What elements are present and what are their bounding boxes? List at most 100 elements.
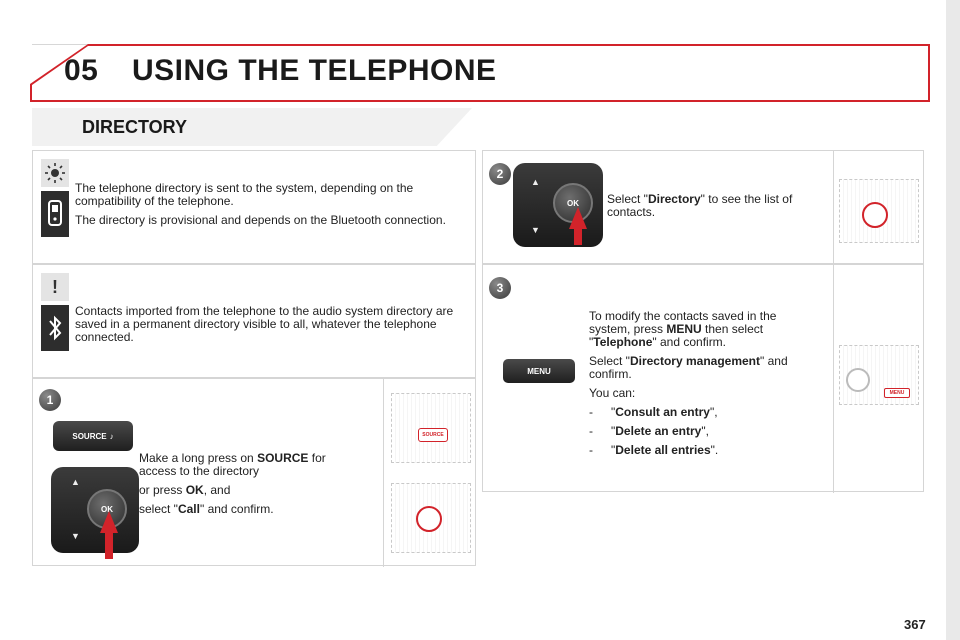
header-red-line-right — [928, 44, 930, 102]
step3-text-directory-management: Directory management — [629, 354, 760, 368]
step2-panel: 2 ▲ ▼ OK Select "Directory" to see the l… — [482, 150, 924, 265]
step1-text-call: Call — [177, 502, 200, 516]
press-arrow-icon-2 — [569, 207, 587, 229]
step1-panel: 1 SOURCE ♪ ▲ ▼ OK Make a long press on S… — [32, 378, 476, 567]
mini-ok-knob-2 — [862, 202, 888, 228]
list-quote: ", — [701, 424, 709, 438]
info-text-compatibility: The telephone directory is sent to the s… — [75, 181, 414, 208]
mini-menu-label: MENU — [889, 390, 905, 396]
radio-panel-illustration-3: MENU — [839, 345, 919, 405]
bluetooth-icon-box — [41, 305, 69, 351]
step3-text-part: then select " — [589, 322, 764, 349]
radio-panel-illustration-ok — [391, 483, 471, 553]
step3-text: To modify the contacts saved in the syst… — [589, 310, 819, 463]
step1-text: Make a long press on SOURCE for access t… — [139, 452, 349, 522]
step3-option-list: -"Consult an entry", -"Delete an entry",… — [589, 406, 819, 457]
list-quote: ", — [709, 405, 718, 419]
step2-text-part: Select " — [607, 192, 648, 206]
section-header-band — [32, 108, 472, 146]
up-arrow-icon: ▲ — [531, 177, 540, 187]
list-quote: " — [611, 405, 616, 419]
radio-panel-illustration-source: SOURCE — [391, 393, 471, 463]
menu-button-label: MENU — [527, 366, 551, 376]
list-quote: ". — [710, 443, 719, 457]
menu-button-illustration: MENU — [503, 359, 575, 383]
step2-badge: 2 — [489, 163, 511, 185]
chapter-title: USING THE TELEPHONE — [132, 54, 497, 87]
step1-text-ok: OK — [185, 483, 204, 497]
step3-text-menu: MENU — [666, 322, 702, 336]
mobile-phone-icon — [48, 200, 62, 226]
radio-panel-illustration-2 — [839, 179, 919, 243]
list-quote: " — [611, 424, 616, 438]
step1-text-part: for access to the directory — [139, 451, 326, 478]
chapter-number: 05 — [64, 54, 99, 87]
page-edge-tab — [946, 0, 960, 640]
mini-source-button: SOURCE — [418, 428, 448, 442]
bluetooth-icon — [49, 315, 62, 341]
step1-text-part: Make a long press on — [139, 451, 258, 465]
info-text: The telephone directory is sent to the s… — [75, 182, 465, 233]
ok-control-illustration: ▲ ▼ OK — [51, 467, 139, 553]
up-arrow-icon: ▲ — [71, 477, 80, 487]
warning-icon-box: ! — [41, 273, 69, 301]
step3-divider — [833, 265, 834, 493]
list-dash: - — [589, 405, 593, 419]
press-arrow-shaft-2 — [574, 227, 582, 245]
step3-text-part: Select " — [589, 354, 630, 368]
phone-icon-box — [41, 191, 69, 237]
mini-source-label: SOURCE — [422, 432, 444, 438]
step2-text: Select "Directory" to see the list of co… — [607, 193, 817, 225]
step1-text-source: SOURCE — [257, 451, 309, 465]
list-item: - "Delete all entries". — [589, 444, 819, 457]
step3-text-part: " and confirm. — [652, 335, 727, 349]
lightbulb-icon — [45, 163, 65, 183]
step3-text-you-can: You can: — [589, 386, 636, 400]
list-dash: - — [589, 443, 593, 457]
list-item: - "Consult an entry", — [589, 406, 819, 419]
music-note-icon: ♪ — [109, 431, 114, 441]
page-number: 367 — [904, 617, 926, 632]
option-delete-all-entries: Delete all entries — [615, 443, 711, 457]
info-text-provisional: The directory is provisional and depends… — [75, 213, 446, 227]
exclamation-icon: ! — [52, 276, 58, 297]
info-icon-box — [41, 159, 69, 187]
header-red-line-bottom — [32, 100, 930, 102]
source-button-label: SOURCE — [72, 431, 107, 441]
section-title: DIRECTORY — [82, 117, 188, 137]
down-arrow-icon: ▼ — [71, 531, 80, 541]
header-fold-shape — [30, 44, 88, 102]
step3-panel: 3 MENU To modify the contacts saved in t… — [482, 264, 924, 493]
list-quote: " — [611, 443, 616, 457]
ok-knob-label-2: OK — [567, 198, 579, 208]
step2-text-part: " to see the list of contacts. — [607, 192, 793, 219]
info-panel: The telephone directory is sent to the s… — [32, 150, 476, 264]
down-arrow-icon: ▼ — [531, 225, 540, 235]
option-consult-entry: Consult an entry — [615, 405, 710, 419]
step2-divider — [833, 151, 834, 265]
step2-text-directory: Directory — [647, 192, 701, 206]
list-item: -"Delete an entry", — [589, 425, 819, 438]
step3-text-part: " and confirm. — [589, 354, 788, 381]
warning-text: Contacts imported from the telephone to … — [75, 304, 454, 344]
warning-panel: ! Contacts imported from the telephone t… — [32, 264, 476, 378]
press-arrow-shaft — [105, 531, 113, 559]
step1-badge: 1 — [39, 389, 61, 411]
mini-knob-3 — [846, 368, 870, 392]
step1-text-part: " and confirm. — [199, 502, 274, 516]
step1-text-part: , and — [203, 483, 231, 497]
list-dash: - — [589, 424, 593, 438]
press-arrow-icon — [100, 511, 118, 533]
step3-text-telephone: Telephone — [593, 335, 653, 349]
header-red-line-top — [88, 44, 930, 46]
step3-text-part: To modify the contacts saved in the syst… — [589, 309, 777, 336]
ok-control-illustration-2: ▲ ▼ OK — [513, 163, 603, 247]
step3-badge: 3 — [489, 277, 511, 299]
step1-text-part: or press — [139, 483, 186, 497]
ok-knob-label: OK — [101, 504, 113, 514]
mini-menu-button: MENU — [884, 388, 910, 398]
step1-text-part: select " — [139, 502, 178, 516]
mini-ok-knob — [416, 506, 442, 532]
source-button-illustration: SOURCE ♪ — [53, 421, 133, 451]
step1-divider — [383, 379, 384, 567]
